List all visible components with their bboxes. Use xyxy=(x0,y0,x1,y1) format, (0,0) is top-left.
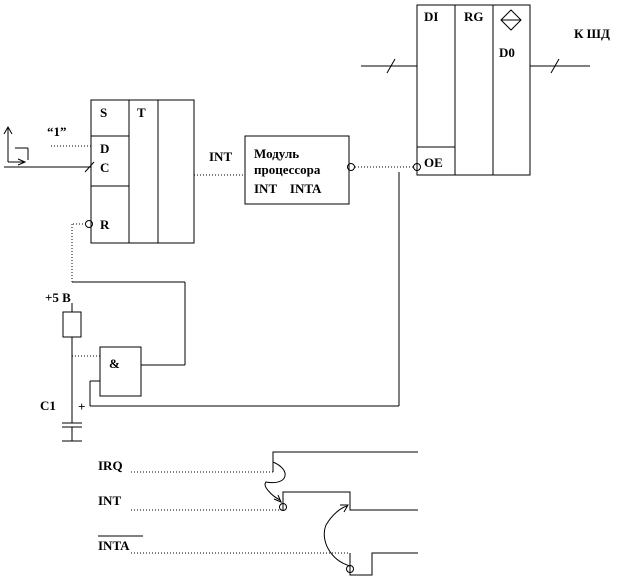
capacitor-name-label: C1 xyxy=(40,398,56,413)
capacitor-plus-label: + xyxy=(78,399,85,414)
processor-line1: Модуль xyxy=(254,146,299,161)
and-gate-label: & xyxy=(109,356,120,371)
timing-int-label: INT xyxy=(98,493,121,508)
flipflop-s-label: S xyxy=(100,105,107,120)
register: DI RG D0 OE xyxy=(416,4,531,176)
timing-inta-label: INTA xyxy=(98,538,130,553)
tristate-diamond-icon xyxy=(500,9,522,31)
register-di-label: DI xyxy=(424,9,438,24)
bus-lines: К ШД xyxy=(361,26,610,74)
flipflop-d-label: D xyxy=(100,141,109,156)
processor-line2: процессора xyxy=(254,162,321,177)
processor-line3: INT INTA xyxy=(254,181,322,196)
processor-module: Модуль процессора INT INTA xyxy=(244,135,355,205)
flipflop: S T D C R xyxy=(85,99,195,244)
input-one-label: “1” xyxy=(47,124,67,139)
resistor xyxy=(62,311,82,338)
int-signal-label: INT xyxy=(209,149,232,164)
and-gate: & xyxy=(89,172,400,407)
inta-inversion-circle xyxy=(347,163,355,171)
timing-irq-label: IRQ xyxy=(98,458,123,473)
supply-label: +5 В xyxy=(45,290,71,305)
flipflop-inputs: “1” xyxy=(3,124,95,173)
register-oe-label: OE xyxy=(424,155,443,170)
register-d0-label: D0 xyxy=(499,45,515,60)
timing-diagram: IRQ INT INTA xyxy=(98,451,418,576)
flipflop-t-label: T xyxy=(137,105,146,120)
capacitor: C1 + xyxy=(40,398,85,442)
register-rg-label: RG xyxy=(464,9,484,24)
flipflop-c-label: C xyxy=(100,160,109,175)
reset-circuit: +5 В xyxy=(45,223,186,423)
flipflop-r-label: R xyxy=(100,217,110,232)
bus-destination-label: К ШД xyxy=(574,26,610,41)
